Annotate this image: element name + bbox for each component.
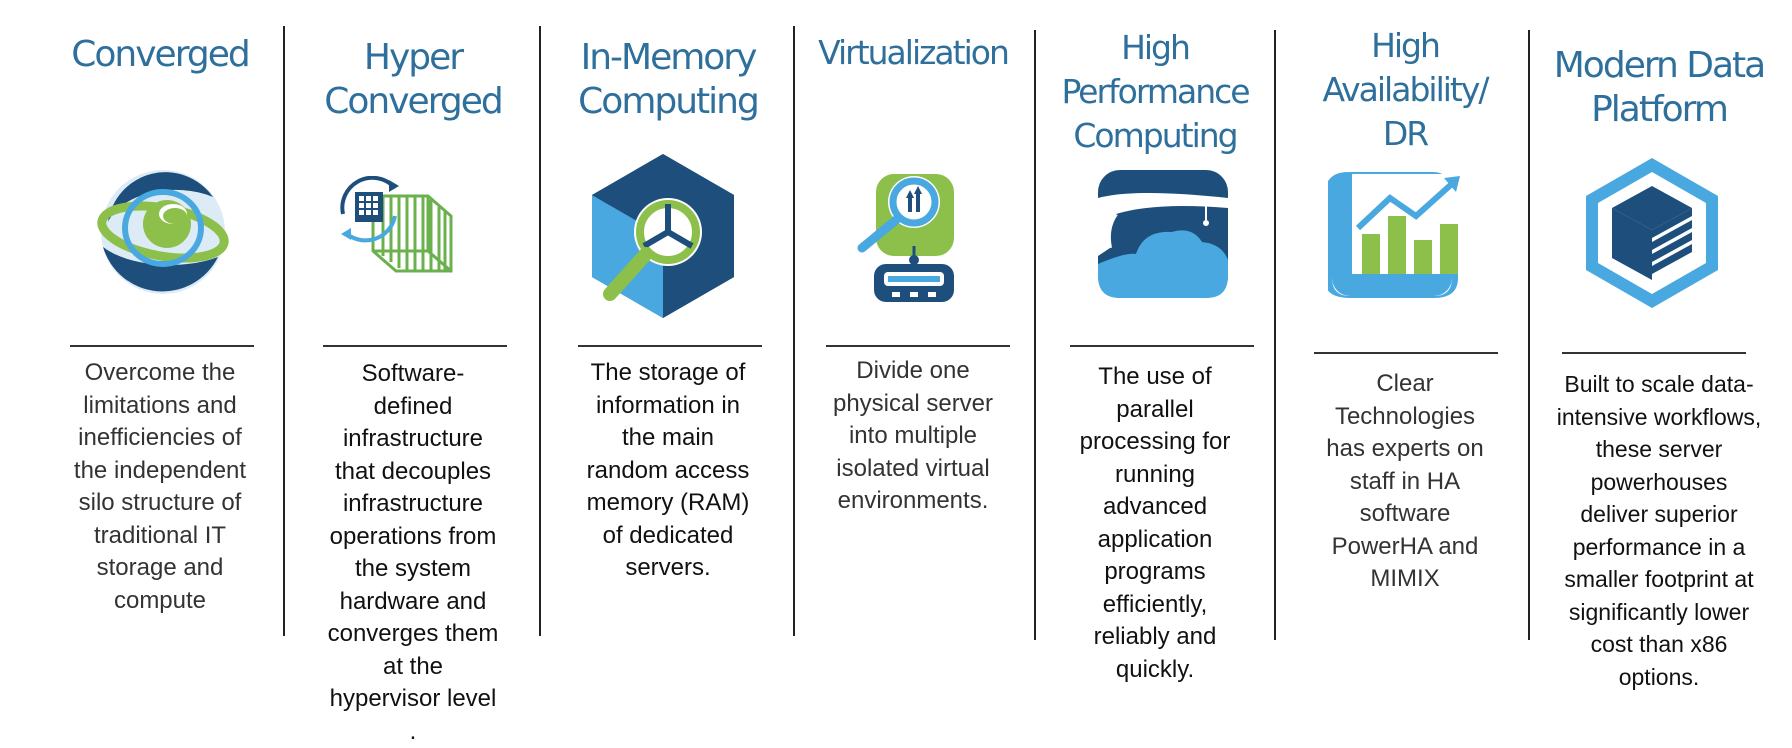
in-memory-cube-icon xyxy=(588,152,738,320)
column-description: Overcome the limitations and inefficienc… xyxy=(73,359,247,614)
column-title: Converged xyxy=(71,34,250,75)
column-divider xyxy=(283,26,285,636)
column-virtualization: Virtualization Divide one physical serve… xyxy=(798,0,1028,746)
column-modern-data-platform: Modern Data Platform Built to scale data… xyxy=(1534,0,1784,746)
column-divider xyxy=(1034,30,1036,640)
hpc-cloud-icon xyxy=(1096,168,1230,300)
converged-sphere-icon xyxy=(93,162,233,302)
column-title: In-Memory Computing xyxy=(578,37,760,122)
column-hyper-converged: Hyper Converged Software- defined infras… xyxy=(293,0,533,746)
column-description: Clear Technologies has experts on staff … xyxy=(1326,370,1484,592)
availability-chart-icon xyxy=(1324,168,1468,300)
section-rule xyxy=(1314,352,1498,354)
column-description: The storage of information in the main r… xyxy=(586,359,750,581)
column-divider xyxy=(793,26,795,636)
column-description: Divide one physical server into multiple… xyxy=(832,357,994,514)
column-title: Virtualization xyxy=(818,33,1010,72)
section-rule xyxy=(323,345,507,347)
data-platform-hex-icon xyxy=(1582,156,1722,310)
section-rule xyxy=(1070,345,1254,347)
column-title: Modern Data Platform xyxy=(1553,45,1766,130)
column-high-availability-dr: High Availability/ DR Clear Technologies… xyxy=(1290,0,1520,746)
column-divider xyxy=(1274,30,1276,640)
column-title: High Performance Computing xyxy=(1061,28,1250,155)
hyper-converged-icon xyxy=(333,175,463,286)
column-title: Hyper Converged xyxy=(324,37,503,122)
column-converged: Converged Overcome the limitations and i… xyxy=(40,0,280,746)
column-description: The use of parallel processing for runni… xyxy=(1079,363,1231,683)
column-divider xyxy=(539,26,541,636)
section-rule xyxy=(70,345,254,347)
column-divider xyxy=(1528,30,1530,640)
section-rule xyxy=(578,345,762,347)
column-description: Software- defined infrastructure that de… xyxy=(327,360,499,745)
column-title: High Availability/ DR xyxy=(1322,26,1490,153)
virtualization-icon xyxy=(854,170,958,306)
section-rule xyxy=(1562,352,1746,354)
column-description: Built to scale data- intensive workflows… xyxy=(1556,371,1762,690)
section-rule xyxy=(826,345,1010,347)
column-high-performance-computing: High Performance Computing The use of pa… xyxy=(1040,0,1270,746)
column-in-memory-computing: In-Memory Computing The storage of infor… xyxy=(548,0,788,746)
